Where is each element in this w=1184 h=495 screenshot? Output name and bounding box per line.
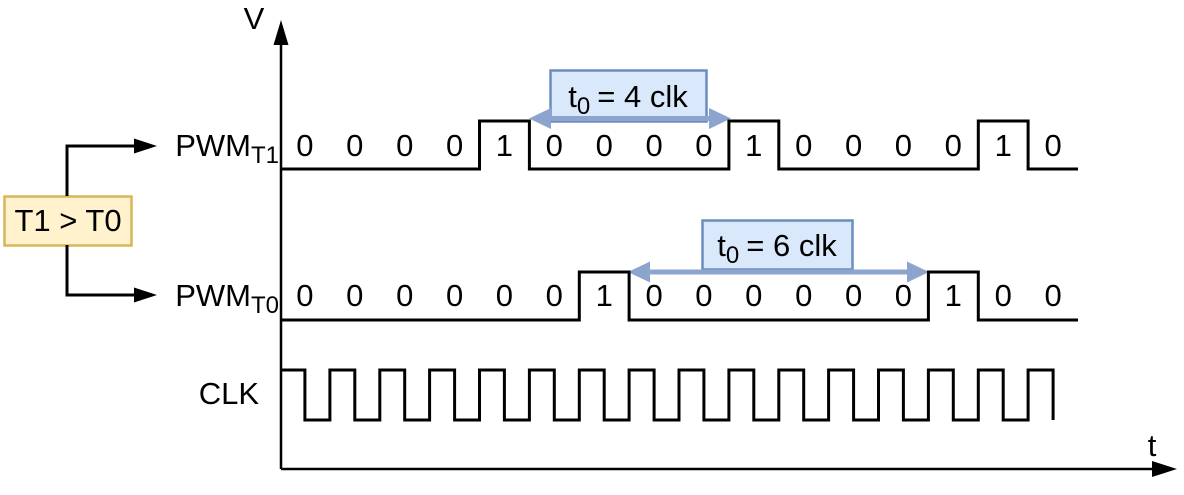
pwm-t0-bit-label: 1 [596,278,613,313]
t-axis-label: t [1148,428,1157,463]
condition-box-label: T1 > T0 [14,203,121,238]
pwm-t0-bit-label: 0 [995,278,1012,313]
annotation-t0-4clk: t0= 4 clk [529,69,731,129]
pwm-t0-bit-label: 1 [945,278,962,313]
pwm-t1-bit-label: 0 [695,128,712,163]
pwm-t0-bit-label: 0 [845,278,862,313]
pwm-t0-bit-label: 0 [446,278,463,313]
pwm-t0-bit-label: 0 [645,278,662,313]
pwm-t1-bit-label: 0 [1044,128,1061,163]
pwm-t1-bit-label: 0 [296,128,313,163]
pwm-t0-bit-label: 0 [346,278,363,313]
pwm-t1-bit-label: 0 [346,128,363,163]
condition-box: T1 > T0 [3,195,133,247]
pwm-t0-label: PWMT0 [175,278,279,319]
pwm-t1-bit-label: 1 [496,128,513,163]
pwm-t0-bit-label: 0 [396,278,413,313]
v-axis-label: V [244,1,265,36]
connector-line-bottom [65,245,136,297]
connector-line-top [65,144,136,196]
pwm-t1-label: PWMT1 [175,128,279,169]
pwm-t1-bit-label: 0 [446,128,463,163]
connector-arrowhead-top [134,138,157,154]
annotation-4clk-box [549,69,708,123]
connector-arrowhead-bottom [134,287,157,303]
pwm-t1-bit-label: 0 [546,128,563,163]
annotation-6clk-arrowhead-right [907,261,929,283]
pwm-t1-bit-label: 0 [795,128,812,163]
annotation-6clk-label: t0= 6 clk [717,228,837,269]
annotation-6clk-arrowhead-left [628,261,650,283]
pwm-t0-bit-label: 0 [546,278,563,313]
pwm-t0-bit-label: 0 [496,278,513,313]
pwm-t0-bit-label: 0 [695,278,712,313]
clk-label: CLK [199,376,260,411]
annotation-4clk-label: t0= 4 clk [568,79,688,120]
pwm-t0-bit-label: 0 [895,278,912,313]
clk-waveform [280,368,1055,422]
pwm-t1-bit-label: 0 [845,128,862,163]
pwm-t1-bit-label: 0 [945,128,962,163]
axes: V t [244,1,1177,477]
pwm-t1-bit-label: 0 [645,128,662,163]
connector-to-pwm-t0 [65,245,157,303]
pwm-t0-waveform [280,270,1078,322]
pwm-t1-bit-label: 0 [396,128,413,163]
annotation-t0-6clk: t0= 6 clk [628,219,929,283]
connector-to-pwm-t1 [65,138,157,196]
pwm-t0-bit-label: 0 [745,278,762,313]
pwm-t1-waveform [280,119,1078,171]
annotation-6clk-box [701,219,854,271]
pwm-t1-bit-label: 1 [995,128,1012,163]
annotation-4clk-arrowhead-right [709,108,731,129]
pwm-t1-bit-label: 1 [745,128,762,163]
pwm-t1-bit-label: 0 [895,128,912,163]
pwm-t0-bit-label: 0 [296,278,313,313]
t-axis-arrowhead [1152,461,1177,477]
pwm-t0-bit-label: 0 [795,278,812,313]
v-axis-arrowhead [273,20,289,45]
annotation-4clk-arrowhead-left [529,108,551,129]
pwm-t0-bit-label: 0 [1044,278,1061,313]
pwm-t1-bit-label: 0 [596,128,613,163]
